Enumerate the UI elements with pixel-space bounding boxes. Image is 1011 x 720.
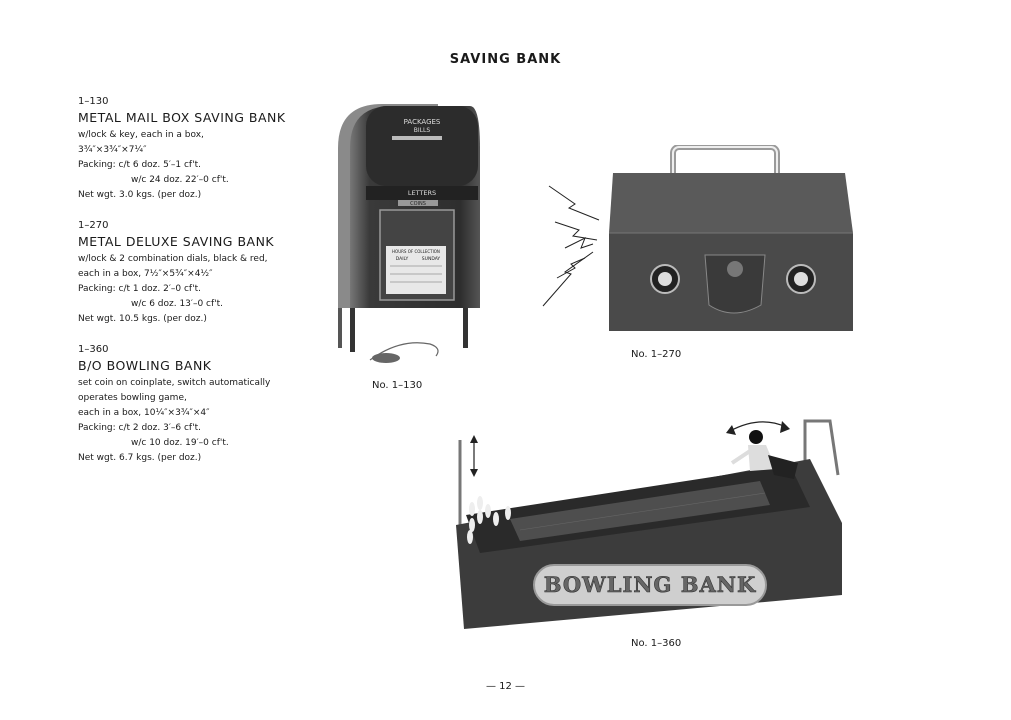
item-net-weight: Net wgt. 10.5 kgs. (per doz.) <box>78 314 207 324</box>
item-packing-wc: w/c 10 doz. 19′–0 cf't. <box>131 438 229 448</box>
item-size: each in a box, 7½″×5¾″×4½″ <box>78 269 213 279</box>
bowling-sign-text: BOWLING BANK <box>544 572 757 597</box>
item-code: 1–360 <box>78 344 109 355</box>
caption-deluxe: No. 1–270 <box>631 349 682 360</box>
mailbox-label-daily: DAILY <box>396 256 409 262</box>
spec-list: 1–130 METAL MAIL BOX SAVING BANK w/lock … <box>78 94 328 481</box>
item-code: 1–130 <box>78 96 109 107</box>
mailbox-bank-photo: PACKAGES BILLS LETTERS COINS HOURS OF CO… <box>338 104 480 363</box>
caption-mailbox: No. 1–130 <box>372 380 423 391</box>
bowling-bank-photo: BOWLING BANK <box>456 419 842 629</box>
item-name: METAL MAIL BOX SAVING BANK <box>78 110 286 125</box>
caption-bowling: No. 1–360 <box>631 638 682 649</box>
item-desc-2: operates bowling game, <box>78 393 187 403</box>
page-number: — 12 — <box>485 681 526 692</box>
item-desc: w/lock & 2 combination dials, black & re… <box>78 254 268 264</box>
item-name: B/O BOWLING BANK <box>78 358 212 373</box>
spec-item-deluxe: 1–270 METAL DELUXE SAVING BANK w/lock & … <box>78 218 328 327</box>
mailbox-label-packages: PACKAGES <box>404 118 441 126</box>
item-packing: Packing: c/t 2 doz. 3′–6 cf't. <box>78 423 201 433</box>
item-code: 1–270 <box>78 220 109 231</box>
item-packing: Packing: c/t 1 doz. 2′–0 cf't. <box>78 284 201 294</box>
deluxe-bank-photo <box>609 145 853 331</box>
spec-item-mailbox: 1–130 METAL MAIL BOX SAVING BANK w/lock … <box>78 94 328 203</box>
mailbox-label-bills: BILLS <box>414 127 431 134</box>
mailbox-label-coins: COINS <box>410 201 426 207</box>
mailbox-label-sunday: SUNDAY <box>422 256 441 262</box>
item-name: METAL DELUXE SAVING BANK <box>78 234 275 249</box>
item-net-weight: Net wgt. 3.0 kgs. (per doz.) <box>78 190 202 200</box>
mailbox-label-hours: HOURS OF COLLECTION <box>392 249 440 254</box>
mailbox-label-letters: LETTERS <box>408 189 436 197</box>
item-packing: Packing: c/t 6 doz. 5′–1 cf't. <box>78 160 201 170</box>
item-net-weight: Net wgt. 6.7 kgs. (per doz.) <box>78 453 202 463</box>
page-title: SAVING BANK <box>449 52 562 67</box>
item-packing-wc: w/c 24 doz. 22′–0 cf't. <box>131 175 229 185</box>
item-size: each in a box, 10¼″×3¾″×4″ <box>78 408 210 418</box>
item-size: 3¾″×3¾″×7¼″ <box>78 145 147 155</box>
item-desc: set coin on coinplate, switch automatica… <box>78 378 271 388</box>
spec-item-bowling: 1–360 B/O BOWLING BANK set coin on coinp… <box>78 342 328 466</box>
lightning-decoration <box>542 185 600 307</box>
item-packing-wc: w/c 6 doz. 13′–0 cf't. <box>131 299 224 309</box>
item-desc: w/lock & key, each in a box, <box>78 130 204 140</box>
